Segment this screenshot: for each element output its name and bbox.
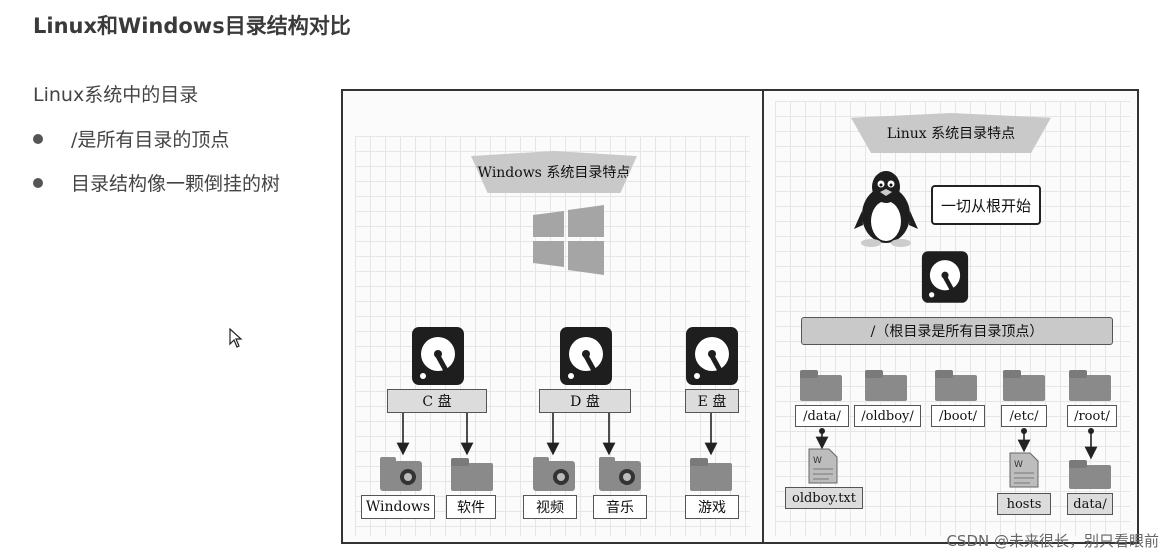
folder-label: 游戏 (685, 495, 739, 519)
dir-label: /etc/ (1001, 405, 1047, 427)
folder-icon (935, 370, 977, 401)
dir-label: /boot/ (931, 405, 985, 427)
svg-text:W: W (813, 456, 822, 466)
bullet-dot-icon (33, 177, 43, 188)
hard-disk-icon (686, 327, 738, 385)
drive-folder-icon (380, 457, 422, 491)
drive-folder-icon (599, 457, 641, 491)
callout-box: 一切从根开始 (931, 185, 1041, 225)
comparison-figure: Windows 系统目录特点 C 盘 D 盘 E 盘 (341, 89, 1139, 544)
dir-label: /root/ (1067, 405, 1117, 427)
bullet-dot-icon (33, 133, 43, 144)
mouse-cursor-icon (229, 328, 243, 348)
file-label: hosts (997, 493, 1051, 515)
tux-penguin-icon (854, 171, 918, 247)
bullet-text: 目录结构像一颗倒挂的树 (71, 173, 281, 195)
file-label: oldboy.txt (785, 487, 863, 509)
hard-disk-icon (412, 327, 464, 385)
drive-label-c: C 盘 (387, 389, 487, 413)
folder-icon (865, 370, 907, 401)
text-file-icon: W (1009, 452, 1039, 488)
slide-title: Linux和Windows目录结构对比 (33, 14, 351, 38)
drive-folder-icon (533, 457, 575, 491)
folder-icon (1069, 370, 1111, 401)
folder-label: 音乐 (593, 495, 647, 519)
bullet-item: 目录结构像一颗倒挂的树 (33, 169, 280, 196)
folder-label: 视频 (523, 495, 577, 519)
hard-disk-icon (921, 251, 969, 303)
drive-label-d: D 盘 (539, 389, 631, 413)
windows-banner: Windows 系统目录特点 (471, 151, 637, 193)
windows-logo-icon (533, 205, 604, 275)
hard-disk-icon (560, 327, 612, 385)
dir-label: /data/ (795, 405, 849, 427)
folder-icon (800, 370, 842, 401)
watermark: CSDN @未来很长，别只看眼前 (946, 532, 1159, 550)
folder-icon (1069, 460, 1111, 489)
svg-text:W: W (1014, 460, 1023, 470)
folder-icon (690, 458, 732, 491)
folder-label: Windows (361, 495, 435, 519)
intro-heading: Linux系统中的目录 (33, 84, 199, 106)
dir-label: /oldboy/ (854, 405, 921, 427)
dir-label: data/ (1067, 493, 1113, 515)
root-directory-bar: /（根目录是所有目录顶点） (801, 317, 1113, 345)
linux-banner: Linux 系统目录特点 (851, 113, 1051, 153)
bullet-text: /是所有目录的顶点 (71, 129, 230, 151)
drive-label-e: E 盘 (685, 389, 739, 413)
figure-divider (762, 91, 764, 542)
text-file-icon: W (808, 448, 838, 484)
folder-label: 软件 (446, 495, 496, 519)
folder-icon (451, 458, 493, 491)
bullet-item: /是所有目录的顶点 (33, 125, 229, 152)
folder-icon (1003, 370, 1045, 401)
